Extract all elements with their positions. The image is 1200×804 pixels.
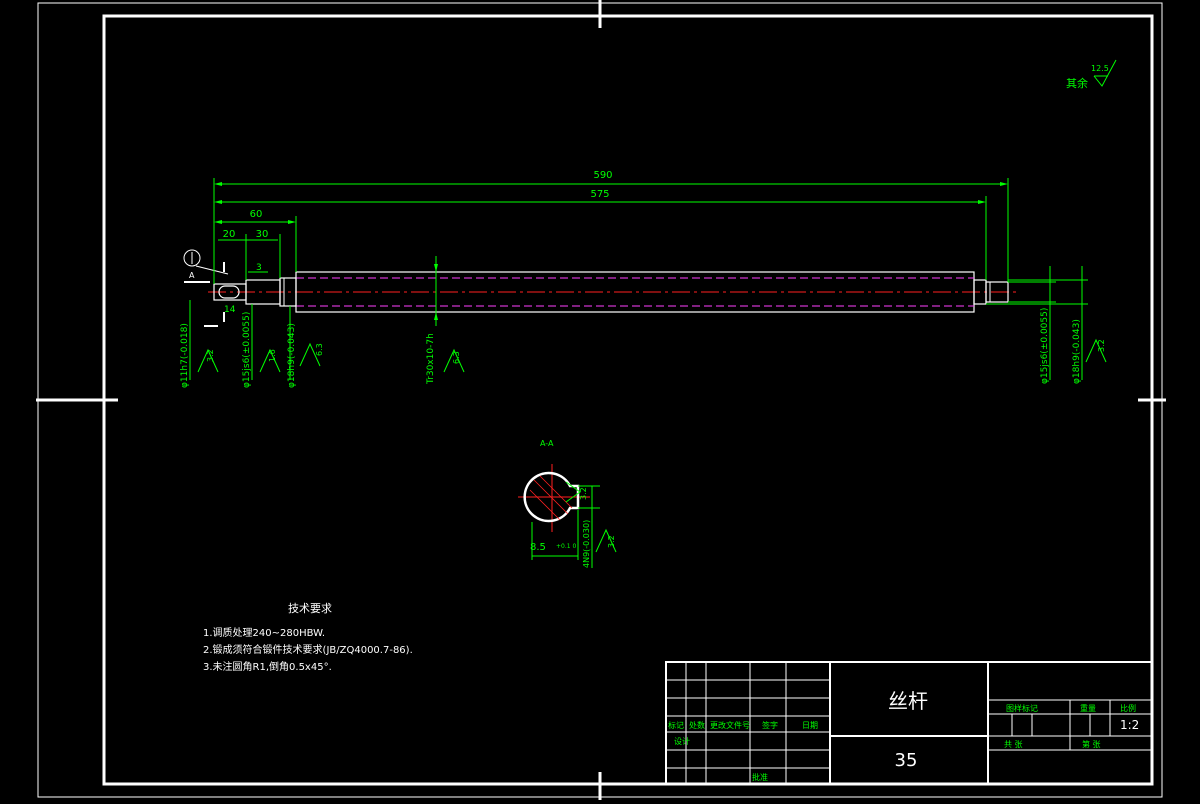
dia-left3-label: φ18h9(-0.043) bbox=[287, 323, 297, 388]
surface-roughness-note: 其余 12.5 bbox=[1066, 59, 1117, 90]
drawing-title: 丝杆 bbox=[888, 689, 928, 713]
roughness-3-label: 6.3 bbox=[315, 343, 324, 356]
title-block: 标记 处数 更改文件号 签字 日期 设计 批准 丝杆 35 图样标记 重量 比例… bbox=[665, 661, 1153, 785]
keyway-tol: +0.1 0 bbox=[556, 543, 576, 550]
sheet-border bbox=[36, 0, 1166, 800]
notes-heading: 技术要求 bbox=[288, 602, 332, 615]
roughness-2-label: 1.6 bbox=[268, 349, 277, 362]
tb-mark-label: 标记 bbox=[668, 720, 684, 730]
tb-scale-value: 1:2 bbox=[1120, 718, 1139, 732]
groove-dim: 3 bbox=[256, 263, 262, 273]
roughness-note-label: 其余 bbox=[1066, 76, 1088, 90]
step2-dim: 30 bbox=[256, 229, 269, 240]
horizontal-dimensions: 590 575 60 20 30 3 14 bbox=[213, 170, 1009, 315]
keyway-depth-dim: 8.5 bbox=[530, 542, 546, 553]
note-item-3: 3.未注圆角R1,倒角0.5x45°. bbox=[203, 660, 332, 673]
tb-scale-header: 比例 bbox=[1120, 703, 1136, 713]
tb-count-label: 处数 bbox=[689, 720, 705, 730]
dia-left2-label: φ15js6(±0.0055) bbox=[242, 312, 252, 388]
drawing-material: 35 bbox=[895, 750, 918, 771]
dia-left1-label: φ11h7(-0.018) bbox=[180, 323, 190, 388]
roughness-symbols: 3.2 1.6 6.3 6.3 3.2 bbox=[197, 338, 1107, 373]
tb-stage-mark-header: 图样标记 bbox=[1006, 703, 1038, 713]
shaft-view bbox=[208, 271, 1018, 313]
technical-notes: 技术要求 1.调质处理240~280HBW. 2.锻成须符合锻件技术要求(JB/… bbox=[203, 602, 413, 673]
section-marker-a: A bbox=[183, 249, 229, 327]
overall-length-dim: 590 bbox=[593, 170, 612, 181]
thread-spec-label: Tr30x10-7h bbox=[426, 333, 436, 385]
section-view-a-a: A-A 8.5 +0.1 0 4N9(-0.030) 3.2 3.2 bbox=[518, 439, 617, 568]
shoulder-length-dim: 60 bbox=[250, 209, 263, 220]
section-marker-label: A bbox=[189, 271, 195, 280]
roughness-4-label: 6.3 bbox=[452, 351, 461, 364]
tb-sheets-total: 共 张 bbox=[1004, 740, 1023, 749]
tb-approve-label: 批准 bbox=[752, 772, 768, 782]
tb-date-label: 日期 bbox=[802, 721, 818, 730]
tb-design-label: 设计 bbox=[674, 736, 690, 746]
roughness-5-label: 3.2 bbox=[1097, 339, 1106, 352]
note-item-1: 1.调质处理240~280HBW. bbox=[203, 627, 325, 639]
dia-right1-label: φ15js6(±0.0055) bbox=[1040, 308, 1050, 384]
section-label: A-A bbox=[540, 439, 554, 448]
section-roughness-a: 3.2 bbox=[579, 487, 588, 500]
step1-dim: 20 bbox=[223, 229, 236, 240]
note-item-2: 2.锻成须符合锻件技术要求(JB/ZQ4000.7-86). bbox=[203, 643, 413, 656]
diameter-labels: φ11h7(-0.018) φ15js6(±0.0055) φ18h9(-0.0… bbox=[180, 256, 1088, 388]
tb-sign-label: 签字 bbox=[762, 720, 778, 730]
tb-weight-header: 重量 bbox=[1080, 703, 1096, 713]
key-length-dim: 14 bbox=[224, 305, 236, 315]
roughness-1-label: 3.2 bbox=[206, 349, 215, 362]
roughness-note-value: 12.5 bbox=[1091, 64, 1109, 73]
tb-sheet-number: 第 张 bbox=[1082, 739, 1101, 749]
section-roughness-b: 3.2 bbox=[607, 535, 616, 548]
tb-change-doc-label: 更改文件号 bbox=[710, 720, 750, 730]
keyway-width-dim: 4N9(-0.030) bbox=[582, 520, 591, 568]
dia-right2-label: φ18h9(-0.043) bbox=[1072, 319, 1082, 384]
thread-length-dim: 575 bbox=[590, 189, 609, 200]
